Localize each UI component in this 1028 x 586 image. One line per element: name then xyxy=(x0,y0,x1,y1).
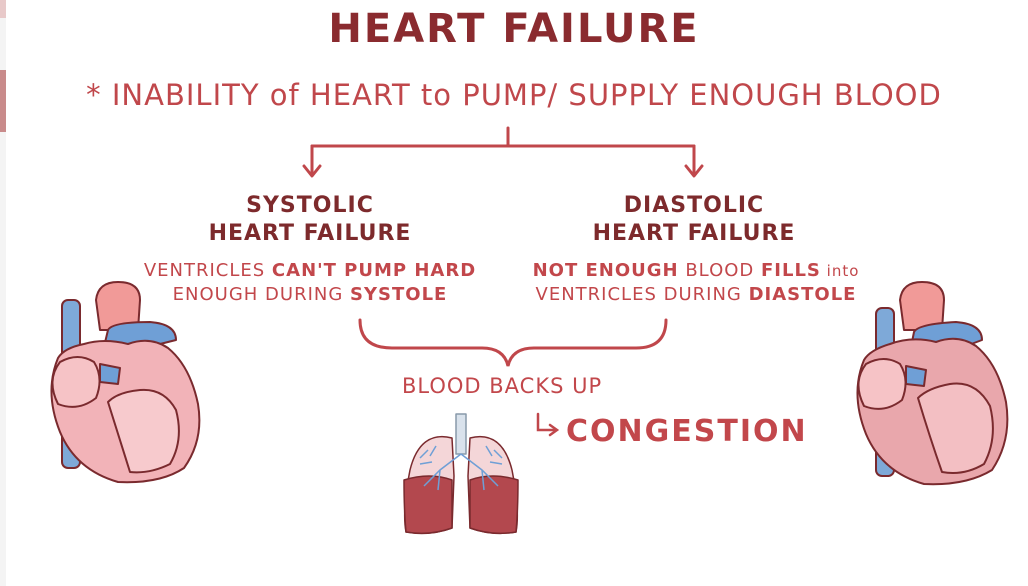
diastolic-heading: DIASTOLIC HEART FAILURE xyxy=(592,193,796,246)
bronchi-icon xyxy=(419,445,503,491)
left-edge-strip xyxy=(0,0,6,586)
congestion-text: CONGESTION xyxy=(566,414,808,449)
arrow-down-right-icon xyxy=(684,164,704,178)
definition-text: * INABILITY of HEART to PUMP/ SUPPLY ENO… xyxy=(86,78,942,112)
merge-brace xyxy=(358,318,668,367)
page-title: HEART FAILURE xyxy=(328,6,700,52)
arrow-icon xyxy=(536,412,558,432)
blood-backs-up-text: BLOOD BACKS UP xyxy=(402,374,603,398)
arrow-down-left-icon xyxy=(302,164,322,178)
diastolic-description: NOT ENOUGH BLOOD FILLS into VENTRICLES D… xyxy=(532,260,860,305)
systolic-description: VENTRICLES CAN'T PUMP HARD ENOUGH DURING… xyxy=(143,260,477,305)
systolic-heading: SYSTOLIC HEART FAILURE xyxy=(208,193,412,246)
split-bracket xyxy=(302,126,704,178)
